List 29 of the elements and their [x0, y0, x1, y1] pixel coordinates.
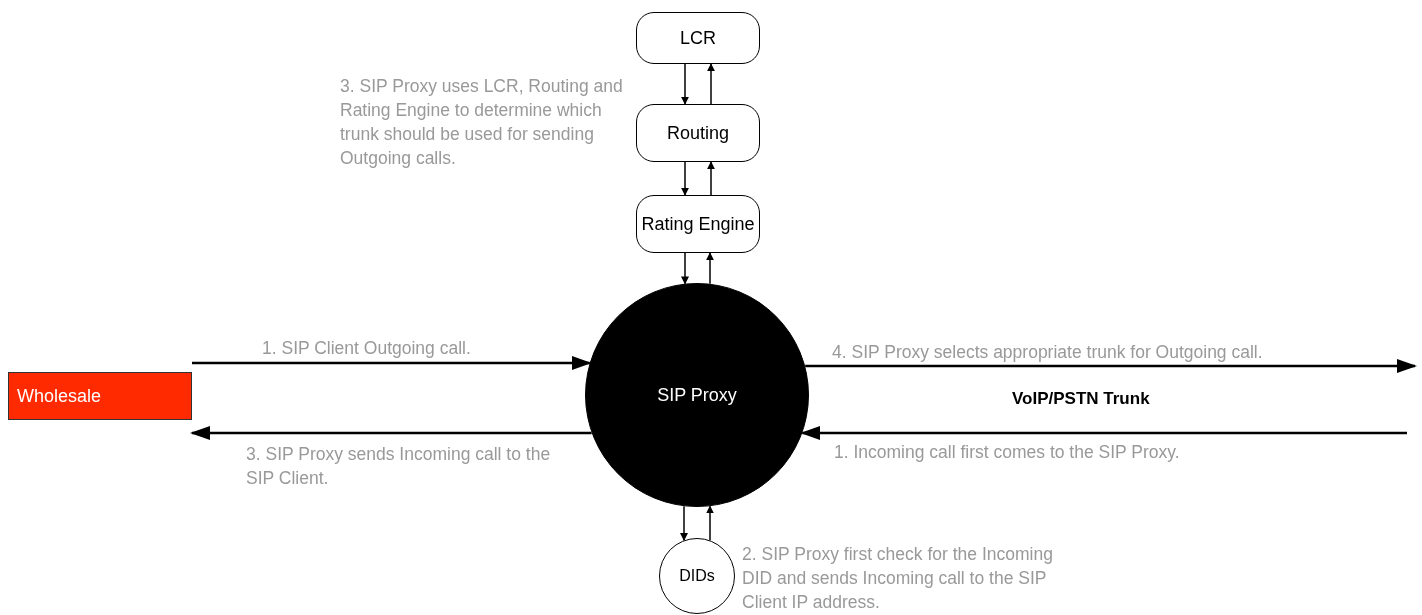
arrow	[681, 63, 689, 105]
node-label: LCR	[680, 27, 716, 50]
trunk-label: VoIP/PSTN Trunk	[1012, 389, 1150, 409]
arrow	[680, 505, 688, 542]
arrow	[800, 426, 1407, 440]
annotation-text: 2. SIP Proxy first check for the Incoming DID and sends Incoming call to the SIP Client IP address.	[742, 543, 1054, 614]
node-label: Rating Engine	[641, 213, 755, 236]
process-box	[636, 104, 760, 162]
arrow	[707, 161, 715, 196]
arrow	[805, 359, 1417, 373]
node-label: Wholesale	[17, 385, 102, 407]
node-label: SIP Proxy	[657, 384, 737, 406]
arrow	[706, 252, 714, 285]
arrow	[681, 161, 689, 196]
edge-label: 4. SIP Proxy selects appropriate trunk for Outgoing call.	[832, 341, 1264, 364]
process-box	[636, 12, 760, 64]
arrow	[681, 252, 689, 285]
edge-label: 1. SIP Client Outgoing call.	[262, 337, 472, 360]
node-label: DIDs	[679, 567, 715, 585]
edge-label: 1. Incoming call first comes to the SIP Proxy.	[834, 441, 1181, 464]
node-label: Routing	[666, 122, 729, 145]
source-box	[8, 372, 192, 420]
process-box	[636, 195, 760, 253]
arrow	[192, 356, 592, 370]
annotation-text: 3. SIP Proxy uses LCR, Routing and Rating Engine to determine which trunk should be used for sending Outgoing calls.	[340, 75, 624, 170]
arrow	[707, 63, 715, 105]
edge-label: 3. SIP Proxy sends Incoming call to the SIP Client.	[246, 443, 552, 490]
arrow	[706, 505, 714, 542]
arrow	[190, 426, 592, 440]
